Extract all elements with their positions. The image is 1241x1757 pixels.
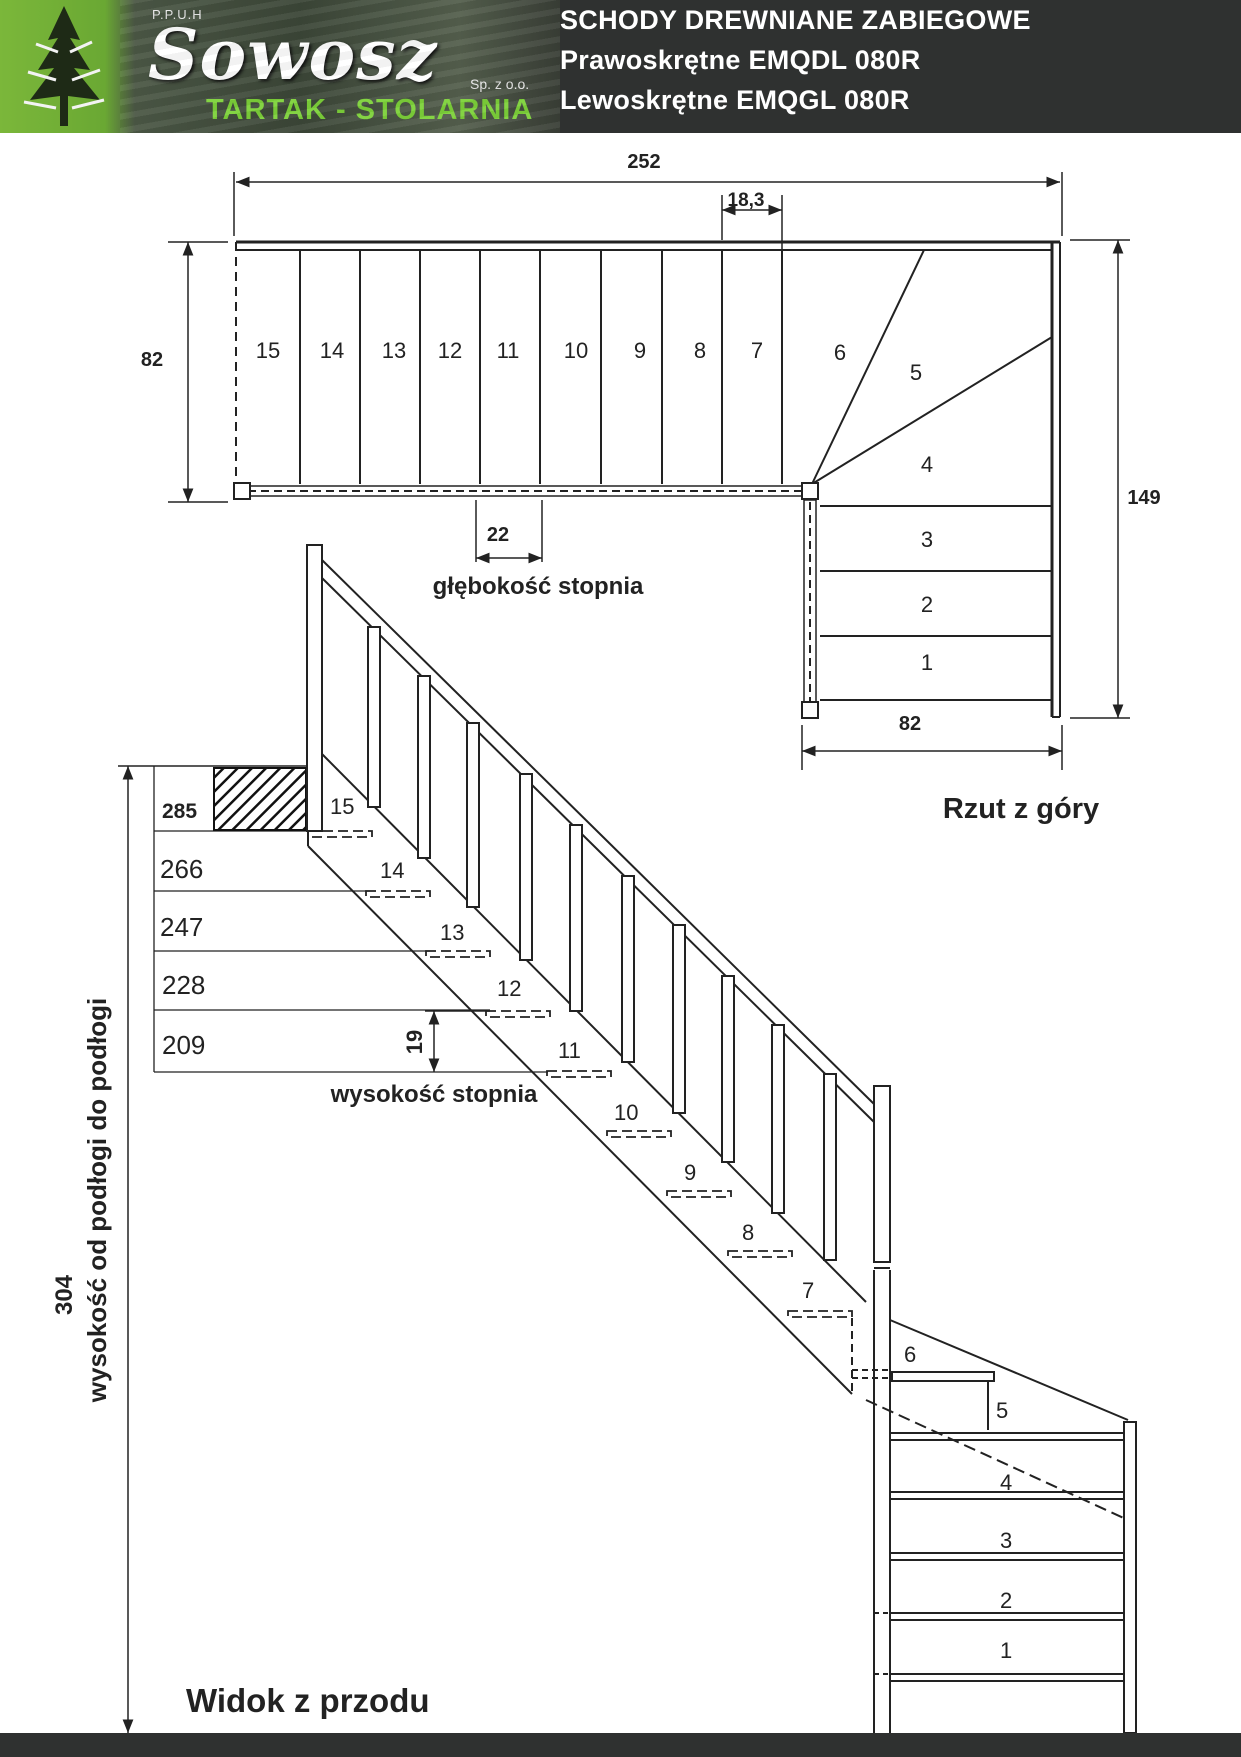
level-209: 209 xyxy=(162,1030,205,1060)
middle-newel-post xyxy=(873,1085,891,1263)
front-step-6: 6 xyxy=(904,1342,916,1367)
plan-step-13: 13 xyxy=(382,338,406,363)
tread-depth-label: głębokość stopnia xyxy=(433,573,644,600)
bottom-newel-post xyxy=(1123,1421,1137,1734)
plan-dimensions xyxy=(168,172,1130,770)
plan-step-11: 11 xyxy=(497,338,520,363)
title-line-3: Lewoskrętne EMQGL 080R xyxy=(560,85,910,115)
upper-tread-dashes xyxy=(307,830,853,1318)
upper-handrail xyxy=(321,559,875,1105)
dim-lower-width: 82 xyxy=(899,713,921,735)
front-view-caption: Widok z przodu xyxy=(186,1682,430,1719)
front-view-elevation xyxy=(118,544,1137,1734)
plan-step-2: 2 xyxy=(921,592,933,617)
dim-total-width: 252 xyxy=(627,151,660,173)
plan-step-1: 1 xyxy=(921,650,933,675)
front-step-3: 3 xyxy=(1000,1528,1012,1553)
total-height-label: wysokość od podłogi do podłogi xyxy=(82,998,112,1403)
level-228: 228 xyxy=(162,970,205,1000)
title-line-2: Prawoskrętne EMQDL 080R xyxy=(560,45,921,75)
total-height-value: 304 xyxy=(51,1274,78,1315)
newel-post-start xyxy=(233,482,251,500)
plan-step-14: 14 xyxy=(320,338,344,363)
plan-step-6: 6 xyxy=(834,340,846,365)
plan-step-8: 8 xyxy=(694,338,706,363)
plan-step-12: 12 xyxy=(438,338,462,363)
top-view-caption: Rzut z góry xyxy=(943,793,1099,825)
front-step-9: 9 xyxy=(684,1160,696,1185)
plan-step-5: 5 xyxy=(910,360,922,385)
upper-balusters xyxy=(367,626,837,1261)
front-step-11: 11 xyxy=(558,1038,581,1063)
top-view-plan xyxy=(168,172,1130,770)
lower-flight xyxy=(874,1421,1137,1734)
newel-post-bottom xyxy=(801,701,819,719)
plan-step-15: 15 xyxy=(256,338,280,363)
level-247: 247 xyxy=(160,912,203,942)
dim-upper-width: 82 xyxy=(141,349,163,371)
header-banner: P.P.U.H Sowosz Sp. z o.o. TARTAK - STOLA… xyxy=(0,0,1241,133)
front-step-7: 7 xyxy=(802,1278,814,1303)
newel-post-corner xyxy=(801,482,819,500)
front-step-1: 1 xyxy=(1000,1638,1012,1663)
company-logo: P.P.U.H Sowosz Sp. z o.o. TARTAK - STOLA… xyxy=(0,0,560,133)
level-266: 266 xyxy=(160,854,203,884)
plan-step-4: 4 xyxy=(921,452,933,477)
balustrade-plan xyxy=(233,482,819,719)
front-step-12: 12 xyxy=(497,976,521,1001)
title-line-1: SCHODY DREWNIANE ZABIEGOWE xyxy=(560,5,1031,35)
level-table xyxy=(153,766,548,1073)
lower-tread-lines xyxy=(820,505,1052,701)
level-285: 285 xyxy=(162,800,197,823)
front-step-10: 10 xyxy=(614,1100,638,1125)
riser-height-value: 19 xyxy=(402,1030,427,1054)
footer-bar xyxy=(0,1733,1241,1757)
winder-elevation xyxy=(852,1319,1129,1521)
front-step-4: 4 xyxy=(1000,1470,1012,1495)
front-step-8: 8 xyxy=(742,1220,754,1245)
winder-lines xyxy=(811,249,1053,485)
dim-tread-pitch: 18,3 xyxy=(728,190,765,211)
plan-step-10: 10 xyxy=(564,338,588,363)
riser-dimension xyxy=(425,1010,490,1072)
front-step-5: 5 xyxy=(996,1398,1008,1423)
front-step-14: 14 xyxy=(380,858,404,883)
dim-tread-depth: 22 xyxy=(487,524,509,546)
front-step-15: 15 xyxy=(330,794,354,819)
top-newel-post xyxy=(306,544,323,832)
front-step-13: 13 xyxy=(440,920,464,945)
upper-tread-lines xyxy=(299,250,783,484)
dim-total-depth: 149 xyxy=(1127,487,1160,509)
plan-step-7: 7 xyxy=(751,338,763,363)
front-step-2: 2 xyxy=(1000,1588,1012,1613)
plan-step-9: 9 xyxy=(634,338,646,363)
tree-icon xyxy=(23,6,105,126)
riser-height-label: wysokość stopnia xyxy=(330,1081,538,1108)
floor-slab-hatch xyxy=(213,767,307,831)
plan-step-3: 3 xyxy=(921,527,933,552)
